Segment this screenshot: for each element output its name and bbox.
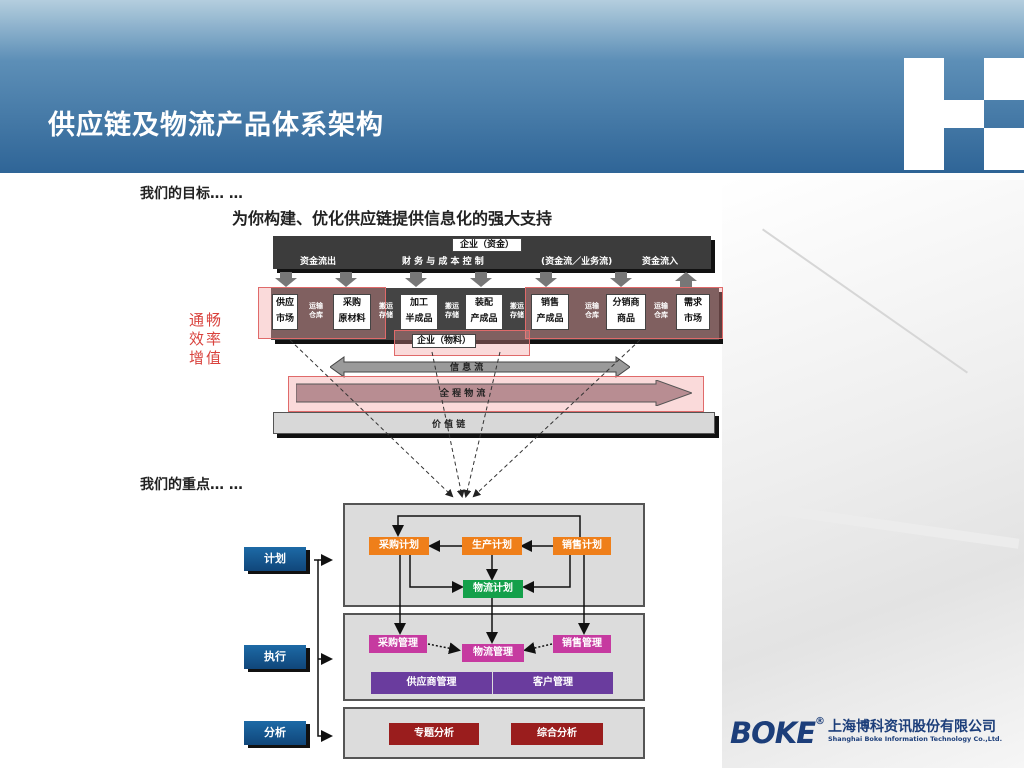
focus-label: 我们的重点… … — [140, 477, 243, 493]
store-c: 搬运 存储 — [505, 302, 529, 320]
decorative-background — [722, 180, 1024, 768]
value-chain-bar — [273, 412, 715, 434]
fund-in-label: 资金流入 — [642, 257, 679, 267]
distributor-top: 分销商 — [612, 298, 640, 308]
warehouse2: 仓库 — [585, 311, 599, 319]
benefit-smooth: 通畅 — [189, 311, 224, 329]
sales-bottom: 产成品 — [536, 314, 564, 324]
transport-warehouse-1: 运输 仓库 — [303, 302, 329, 320]
store-b: 搬运 存储 — [440, 302, 464, 320]
assemble-top: 装配 — [474, 298, 493, 308]
logistics-label: 全 程 物 流 — [440, 389, 486, 399]
enterprise-fund-label: 企业（资金） — [452, 238, 522, 252]
store-a-bottom: 存储 — [379, 311, 393, 319]
company-name-cn: 上海博科资讯股份有限公司 — [828, 719, 996, 735]
value-chain-label: 价 值 链 — [432, 420, 466, 430]
store-a-top: 搬运 — [379, 302, 393, 310]
transport1: 运输 — [309, 302, 323, 310]
distributor-bottom: 商品 — [616, 314, 635, 324]
process-top: 加工 — [409, 298, 428, 308]
info-flow-label: 信 息 流 — [450, 363, 484, 373]
purchase-box: 采购 原材料 — [333, 294, 371, 330]
process-bottom: 半成品 — [405, 314, 433, 324]
comprehensive-analysis-node: 综合分析 — [511, 723, 603, 745]
brand-logo: BOKE® — [730, 716, 825, 750]
store-c-bottom: 存储 — [510, 311, 524, 319]
purchase-mgmt-node: 采购管理 — [369, 635, 427, 653]
sales-mgmt-node: 销售管理 — [553, 635, 611, 653]
info-flow-arrow — [330, 356, 630, 378]
brand-name: BOKE — [730, 716, 816, 750]
benefit-value-added: 增值 — [189, 349, 224, 367]
purchase-bottom: 原材料 — [338, 314, 366, 324]
page-title: 供应链及物流产品体系架构 — [48, 110, 384, 141]
finance-cost-label: 财 务 与 成 本 控 制 — [402, 257, 484, 267]
company-name-en: Shanghai Boke Information Technology Co.… — [828, 735, 1003, 743]
demand-top: 需求 — [683, 298, 702, 308]
supply-top: 供应 — [275, 298, 294, 308]
topic-analysis-node: 专题分析 — [389, 723, 479, 745]
logistics-mgmt-node: 物流管理 — [462, 644, 524, 662]
header-banner — [0, 0, 1024, 173]
enterprise-material-label: 企业（物料） — [412, 334, 476, 348]
customer-mgmt-node: 客户管理 — [493, 672, 613, 694]
goal-subtitle: 为你构建、优化供应链提供信息化的强大支持 — [232, 209, 553, 228]
demand-box: 需求 市场 — [676, 294, 710, 330]
assemble-box: 装配 产成品 — [465, 294, 503, 330]
demand-bottom: 市场 — [683, 314, 702, 324]
distributor-box: 分销商 商品 — [606, 294, 646, 330]
warehouse3: 仓库 — [654, 311, 668, 319]
transport2: 运输 — [585, 302, 599, 310]
transport-warehouse-2: 运输 仓库 — [580, 302, 604, 320]
warehouse1: 仓库 — [309, 311, 323, 319]
side-plan: 计划 — [244, 547, 306, 571]
store-b-bottom: 存储 — [445, 311, 459, 319]
brand-mark: ® — [815, 716, 825, 727]
store-c-top: 搬运 — [510, 302, 524, 310]
transport3: 运输 — [654, 302, 668, 310]
transport-warehouse-3: 运输 仓库 — [649, 302, 673, 320]
side-analyze: 分析 — [244, 721, 306, 745]
store-a: 搬运 存储 — [374, 302, 398, 320]
logistics-arrow — [296, 380, 692, 406]
production-plan-node: 生产计划 — [462, 537, 522, 555]
sales-box: 销售 产成品 — [531, 294, 569, 330]
logistics-plan-node: 物流计划 — [463, 580, 523, 598]
purchase-plan-node: 采购计划 — [369, 537, 429, 555]
supplier-mgmt-node: 供应商管理 — [371, 672, 492, 694]
brand-logo-mark — [904, 58, 1024, 170]
benefit-efficiency: 效率 — [189, 330, 224, 348]
supply-box: 供应 市场 — [272, 294, 298, 330]
process-box: 加工 半成品 — [400, 294, 438, 330]
store-b-top: 搬运 — [445, 302, 459, 310]
side-execute: 执行 — [244, 645, 306, 669]
fund-business-label: (资金流／业务流) — [541, 257, 613, 267]
purchase-top: 采购 — [342, 298, 361, 308]
goal-label: 我们的目标… … — [140, 186, 243, 202]
assemble-bottom: 产成品 — [470, 314, 498, 324]
sales-top: 销售 — [540, 298, 559, 308]
down-arrows — [275, 272, 697, 287]
sales-plan-node: 销售计划 — [553, 537, 611, 555]
supply-bottom: 市场 — [275, 314, 294, 324]
benefit-text: 通畅 效率 增值 — [189, 311, 223, 368]
fund-out-label: 资金流出 — [300, 257, 337, 267]
